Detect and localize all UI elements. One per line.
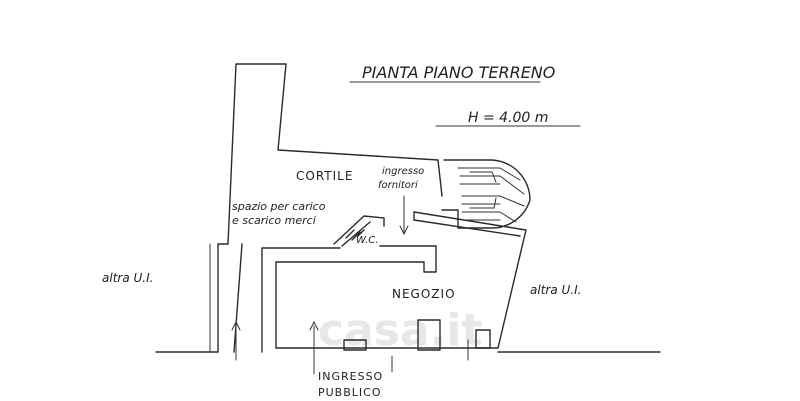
label-altra-ui-right: altra U.I.: [530, 283, 581, 297]
label-spazio-1: spazio per carico: [232, 200, 326, 213]
entrance-arrow-center: [309, 320, 319, 375]
label-ingresso-fornitori-2: fornitori: [378, 180, 418, 191]
spiral-staircase-steps: [457, 167, 525, 223]
spiral-staircase-arrow: [469, 171, 497, 209]
supplier-entrance-arrow: [399, 195, 409, 236]
entrance-arrow-right: [391, 339, 469, 373]
negozio-walls: [261, 211, 527, 353]
front-pier-1: [343, 339, 367, 351]
spiral-staircase-outline: [441, 159, 531, 229]
label-cortile: CORTILE: [296, 169, 353, 183]
label-ingresso-pubblico-1: INGRESSO: [318, 370, 383, 383]
label-ingresso-fornitori-1: ingresso: [382, 166, 424, 177]
label-wc: W.C.: [356, 235, 378, 246]
front-pier-3: [475, 329, 491, 349]
exterior-wall: [217, 63, 443, 353]
front-pier-2: [417, 319, 441, 351]
label-altra-ui-left: altra U.I.: [102, 271, 153, 285]
label-spazio-2: e scarico merci: [232, 214, 316, 227]
wc-ramp: [333, 215, 385, 247]
plan-title: PIANTA PIANO TERRENO: [362, 63, 555, 82]
label-negozio: NEGOZIO: [392, 287, 456, 301]
label-ingresso-pubblico-2: PUBBLICO: [318, 386, 382, 399]
entrance-arrow-left: [231, 320, 241, 361]
height-note: H = 4.00 m: [468, 110, 548, 126]
